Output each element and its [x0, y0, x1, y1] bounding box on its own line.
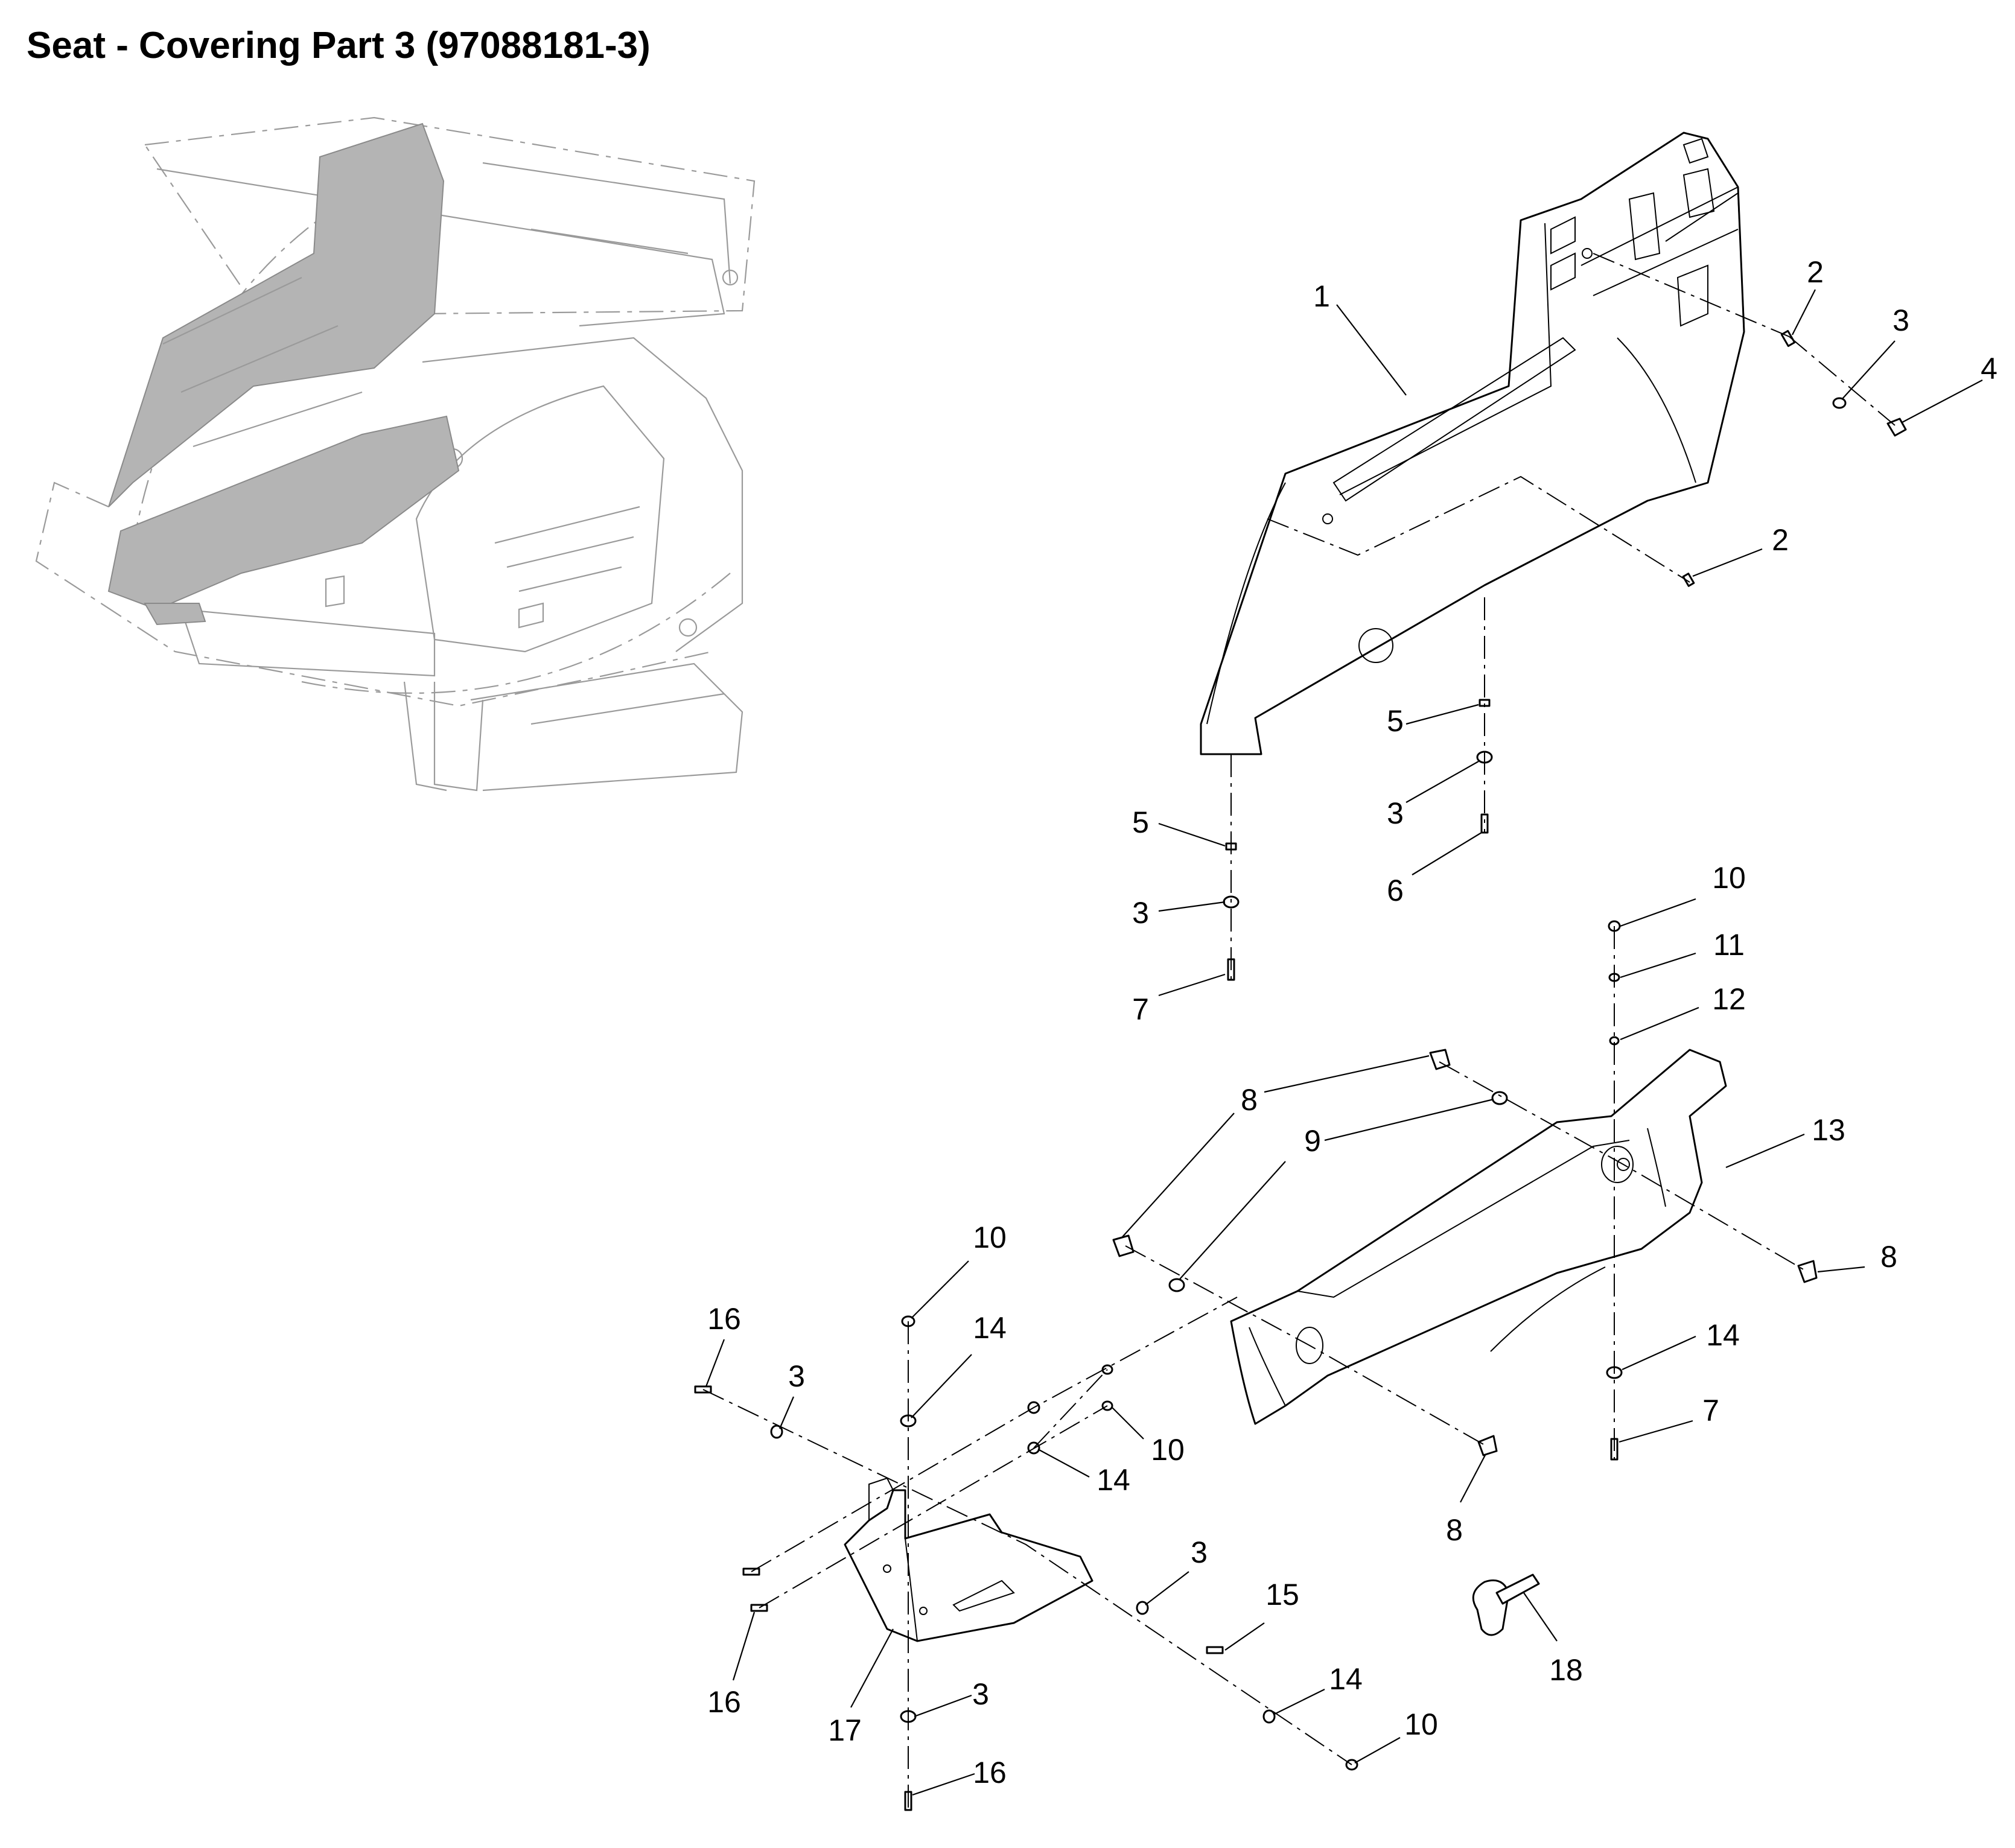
callout-16: 16 — [707, 1685, 741, 1719]
callout-14: 14 — [973, 1311, 1007, 1345]
callout-3: 3 — [1892, 303, 1909, 337]
callout-15: 15 — [1265, 1578, 1299, 1611]
part-18-lock-pin — [1472, 1573, 1540, 1636]
callout-3: 3 — [972, 1677, 989, 1711]
callout-3: 3 — [1191, 1535, 1208, 1569]
callout-labels: 1 2 3 4 2 5 3 6 5 3 7 10 11 12 8 9 13 8 … — [707, 255, 1997, 1789]
callout-17: 17 — [828, 1713, 862, 1747]
context-view — [35, 116, 756, 792]
callout-10: 10 — [1151, 1433, 1185, 1467]
callout-16: 16 — [973, 1756, 1007, 1789]
part-1-side-covering — [1200, 132, 1745, 755]
shaded-seat-base — [107, 415, 460, 611]
center-lines — [702, 253, 1896, 1810]
shaded-seat-back — [108, 122, 445, 507]
callout-5: 5 — [1132, 805, 1149, 839]
shaded-seat-front — [144, 603, 206, 626]
callout-7: 7 — [1132, 992, 1149, 1026]
callout-14: 14 — [1097, 1463, 1130, 1497]
callout-14: 14 — [1706, 1318, 1740, 1352]
callout-11: 11 — [1713, 928, 1745, 962]
callout-10: 10 — [1712, 861, 1746, 895]
callout-16: 16 — [707, 1302, 741, 1336]
leader-lines — [705, 289, 1983, 1796]
callout-8: 8 — [1446, 1513, 1463, 1547]
part-17-bracket — [844, 1477, 1093, 1642]
callout-3: 3 — [1132, 896, 1149, 930]
callout-9: 9 — [1304, 1124, 1321, 1158]
callout-3: 3 — [1387, 796, 1404, 830]
callout-8: 8 — [1241, 1083, 1258, 1117]
callout-2: 2 — [1772, 523, 1789, 557]
callout-10: 10 — [973, 1221, 1007, 1254]
callout-5: 5 — [1387, 704, 1404, 738]
callout-7: 7 — [1702, 1394, 1719, 1427]
diagram-title: Seat - Covering Part 3 (97088181-3) — [27, 25, 651, 66]
callout-2: 2 — [1807, 255, 1824, 289]
part-13-lower-covering — [1230, 1049, 1727, 1425]
callout-12: 12 — [1712, 982, 1746, 1016]
callout-14: 14 — [1329, 1662, 1363, 1696]
callout-6: 6 — [1387, 874, 1404, 907]
callout-3: 3 — [788, 1359, 805, 1393]
callout-10: 10 — [1404, 1707, 1438, 1741]
callout-13: 13 — [1812, 1113, 1845, 1147]
callout-1: 1 — [1313, 279, 1330, 313]
callout-18: 18 — [1549, 1653, 1583, 1687]
callout-8: 8 — [1880, 1240, 1897, 1274]
callout-4: 4 — [1981, 352, 1997, 386]
